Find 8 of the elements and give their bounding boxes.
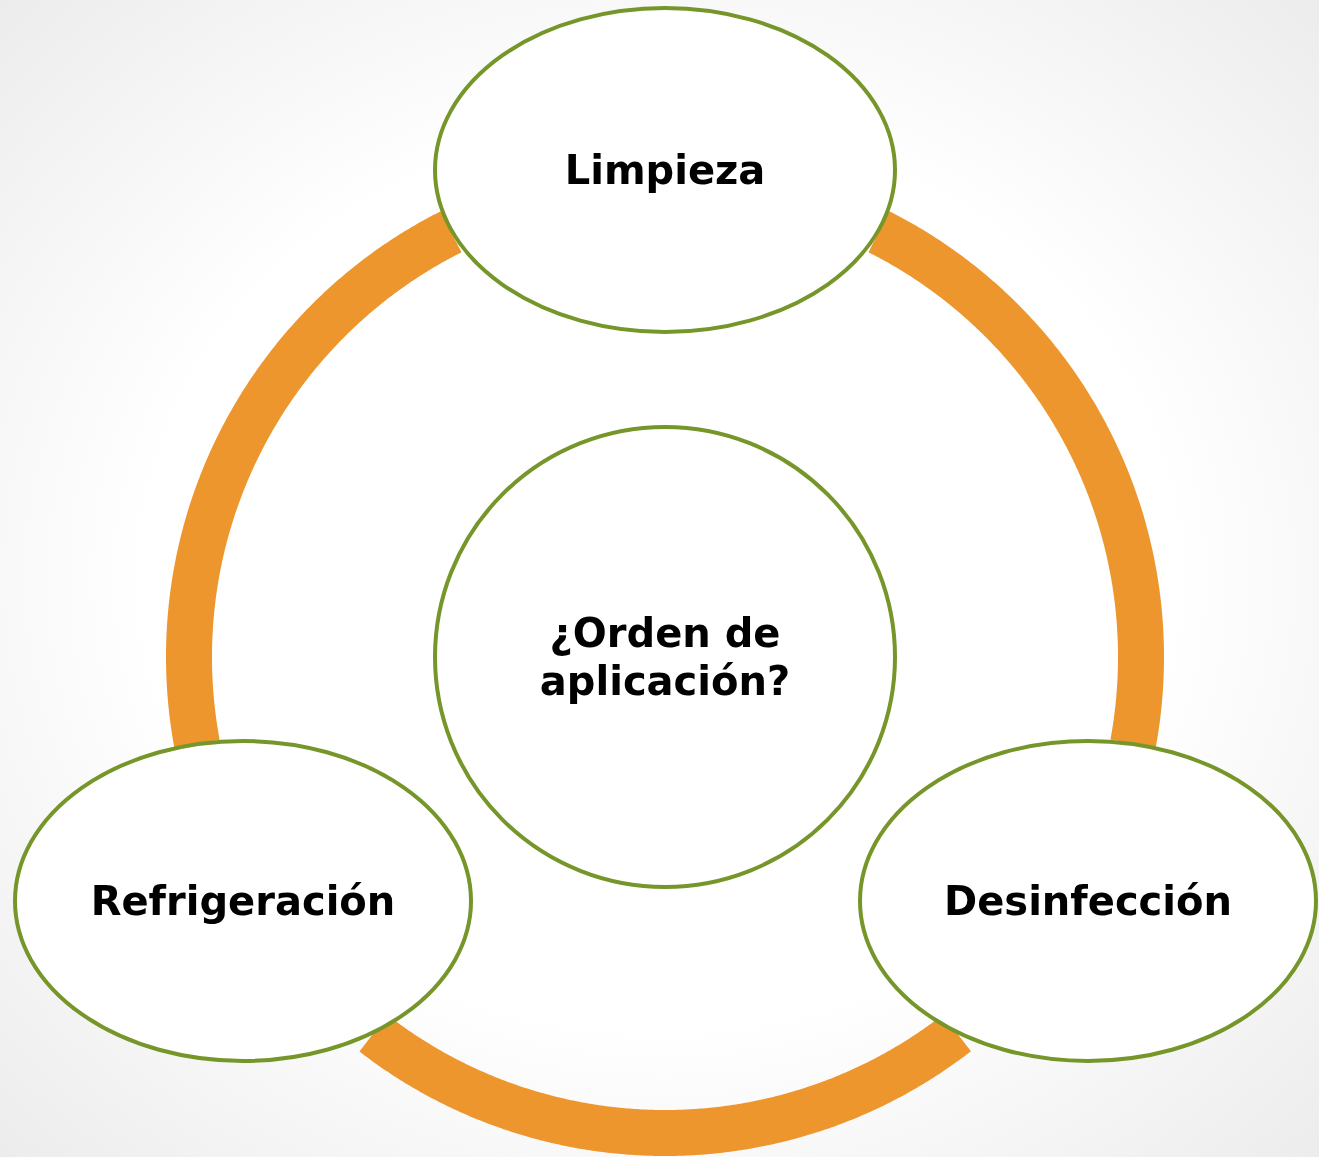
node-label: Limpieza <box>564 146 766 194</box>
ellipse-node <box>860 741 1316 1061</box>
ellipse-node <box>435 8 895 332</box>
ellipse-node <box>435 427 895 887</box>
node-label: Refrigeración <box>90 877 396 925</box>
node-label: ¿Orden de aplicación? <box>538 609 792 705</box>
ellipse-node <box>15 741 471 1061</box>
node-label: Desinfección <box>944 877 1232 925</box>
